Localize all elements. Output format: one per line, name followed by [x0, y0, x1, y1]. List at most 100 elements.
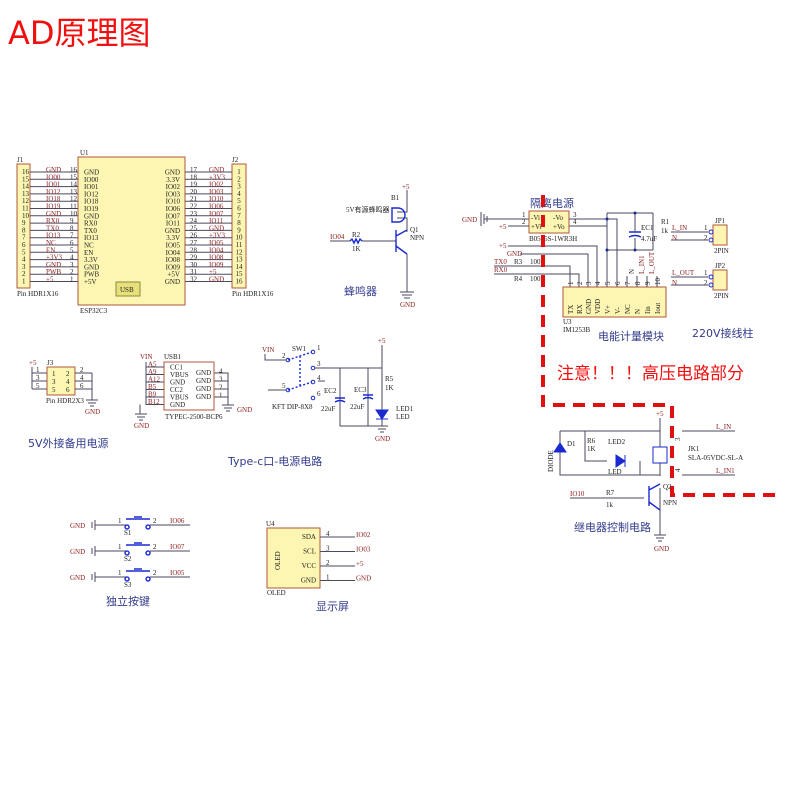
jp1-lin: L_IN — [672, 224, 687, 232]
q2-label: Q2 — [663, 483, 672, 491]
r6-value: 1K — [587, 445, 596, 453]
u1-esp32c3 — [77, 156, 186, 306]
r6-label: R6 — [587, 437, 596, 445]
j1-net-label: NC — [46, 239, 56, 247]
u1-pin-name: IO09 — [166, 263, 181, 271]
oled-pin-number: 4 — [326, 530, 330, 538]
u1-pin-number: 10 — [70, 210, 78, 218]
buzzer-io: IO04 — [330, 233, 345, 241]
j3-inner-pin: 2 — [66, 370, 70, 378]
jp2-footprint: 2PIN — [714, 292, 729, 300]
u3-pin-number: 8 — [634, 281, 642, 285]
u1-pin-name: GND — [165, 278, 180, 286]
button-gnd: GND — [70, 574, 85, 582]
u1-pin-number: 20 — [190, 188, 198, 196]
u1-pin-number: 25 — [190, 224, 198, 232]
u1-pin-name: +5V — [84, 278, 97, 286]
usb1-label: USB1 — [164, 353, 182, 361]
u3-plus5: +5 — [499, 242, 507, 250]
u1-pin-name: IO04 — [166, 249, 181, 257]
button-pin1: 1 — [118, 543, 122, 551]
r5-value: 1K — [385, 384, 394, 392]
u1-pin-number: 2 — [70, 268, 74, 276]
u3-pin-number: 2 — [576, 281, 584, 285]
u1-pin-number: 28 — [190, 246, 198, 254]
typec-inner-left: VBUS — [170, 371, 189, 379]
j2-pin-number: 11 — [236, 241, 243, 249]
button-wire — [91, 520, 190, 530]
oled-pin-name: SDA — [302, 533, 316, 541]
u3-pin-name: NC — [624, 304, 632, 314]
j2-net-label: GND — [209, 166, 224, 174]
j2-pin-number: 8 — [237, 219, 241, 227]
typec-inner-right: GND — [196, 377, 211, 385]
sw1-dip-switch-icon — [287, 351, 313, 391]
typec-inner-left: VBUS — [170, 394, 189, 402]
u3-pin-number: 7 — [624, 281, 632, 285]
led1-label: LED1 — [396, 405, 414, 413]
j1-net-label: IO18 — [46, 195, 61, 203]
j1-pin-number: 16 — [22, 168, 30, 176]
oled-pin-name: GND — [301, 577, 316, 585]
oled-net: GND — [356, 575, 371, 583]
j3-outer-pin: 1 — [36, 366, 40, 374]
typec-inner-left: CC1 — [170, 364, 183, 372]
relay-caption: 继电器控制电路 — [574, 520, 651, 534]
q2-npn-icon — [648, 483, 661, 511]
j3-gnd: GND — [85, 408, 100, 416]
jk1-label: JK1 — [688, 445, 700, 453]
u3-pin-name: GND — [585, 299, 593, 314]
u1-pin-name: GND — [84, 212, 99, 220]
led2-type: LED — [608, 468, 622, 476]
iso-plus5: +5 — [499, 223, 507, 231]
terminals-section: JP1 JP2 L_IN N L_OUT N 1 2 1 2 2PIN 2PIN… — [671, 217, 754, 340]
relay-gnd: GND — [654, 545, 669, 553]
u3-pin-name: RX — [576, 304, 584, 314]
j3-outer-pin: 2 — [80, 366, 84, 374]
jp2-lout: L_OUT — [672, 269, 695, 277]
relay-lin1: L_IN1 — [716, 467, 735, 475]
u1-pin-name: EN — [84, 249, 93, 257]
u1-pin-number: 19 — [190, 181, 198, 189]
j3-inner-pin: 4 — [66, 378, 70, 386]
u1-pin-name: IO08 — [166, 256, 181, 264]
j2-pin-number: 6 — [237, 205, 241, 213]
j2-net-label: GND — [209, 276, 224, 284]
u1-label: U1 — [80, 149, 89, 157]
oled-pin-name: VCC — [302, 562, 317, 570]
led2-icon — [615, 454, 626, 468]
j2-net-label: IO06 — [209, 203, 224, 211]
j1-header — [16, 163, 31, 289]
pin4: 4 — [573, 218, 577, 226]
sw-vin: VIN — [262, 346, 274, 354]
u1-pin-number: 27 — [190, 239, 198, 247]
j1-net-label: +5 — [46, 276, 54, 284]
u1-pin-name: IO06 — [166, 205, 181, 213]
u1-pin-number: 1 — [70, 276, 74, 284]
u3-n-net: N — [628, 269, 636, 274]
u1-pin-number: 24 — [190, 217, 198, 225]
ec2-value: 22uF — [321, 405, 336, 413]
u1-pin-name: RX0 — [84, 220, 98, 228]
q1-npn-icon — [395, 229, 408, 255]
u1-pin-number: 29 — [190, 254, 198, 262]
typec-inner-left: GND — [170, 401, 185, 409]
j1-pin-number: 12 — [22, 197, 30, 205]
button-pin2: 2 — [153, 517, 157, 525]
sw1-label: SW1 — [292, 345, 307, 353]
typec-left-pin: B12 — [148, 398, 160, 406]
typec-right-num: 2 — [219, 384, 223, 392]
j2-pin-number: 14 — [236, 263, 244, 271]
relay-io: IO10 — [570, 490, 585, 498]
q1-type: NPN — [410, 234, 424, 242]
j3-outer-pin: 5 — [36, 382, 40, 390]
u3-pin-number: 10 — [654, 278, 662, 286]
j2-pin-number: 10 — [236, 234, 244, 242]
j2-net-label: IO09 — [209, 261, 224, 269]
j1-pin-number: 10 — [22, 212, 30, 220]
j1-pin-number: 3 — [22, 263, 26, 271]
u1-pin-name: IO07 — [166, 212, 181, 220]
